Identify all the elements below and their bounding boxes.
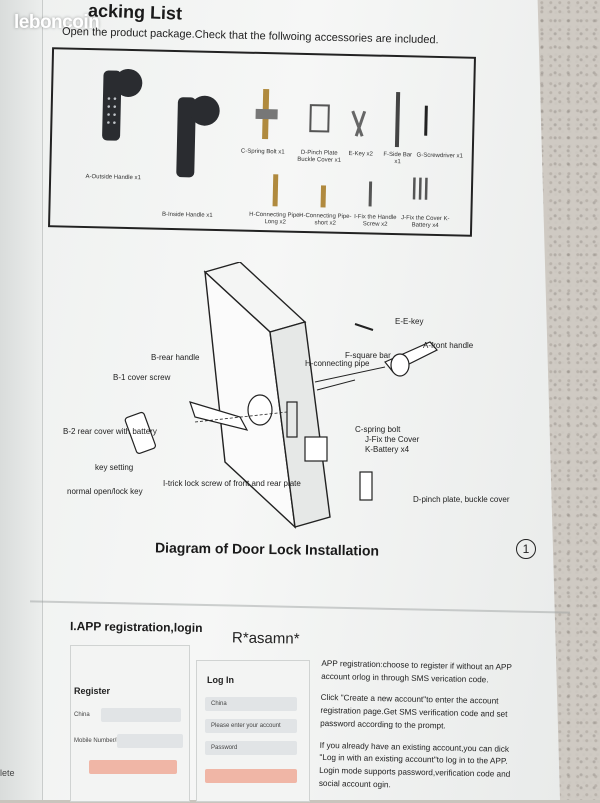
login-title: Log In	[207, 675, 234, 685]
spring-bolt-drawing	[255, 89, 278, 140]
screwdriver-drawing	[424, 105, 428, 136]
instruction-paragraph: If you already have an existing account,…	[318, 740, 511, 789]
acc-label-screwdriver: G-Screwdriver x1	[416, 152, 463, 160]
acc-label-pinch-plate: D-Pinch Plate Buckle Cover x1	[297, 149, 342, 164]
label-front-handle: A-front handle	[423, 341, 474, 350]
label-e-key: E-E-key	[395, 317, 423, 326]
acc-label-pipe-short: H-Connecting Pipe-short x2	[299, 212, 352, 227]
acc-label-handle-screw: I-Fix the Handle Screw x2	[354, 214, 397, 228]
login-account-placeholder: Please enter your account	[211, 723, 281, 729]
login-screen-mockup: Log In China Please enter your account P…	[196, 660, 310, 802]
margin-text: lete	[0, 768, 15, 778]
pipe-long-drawing	[272, 174, 279, 207]
instruction-paragraph: Click "Create a new account"to enter the…	[320, 693, 508, 731]
register-title: Register	[74, 686, 111, 696]
label-normal-open: normal open/lock key	[67, 487, 143, 496]
acc-label-side-bar: F-Side Bar x1	[383, 151, 413, 166]
page-number-badge: 1	[516, 539, 536, 559]
watermark-logo: leboncoin	[14, 12, 100, 33]
label-spring-bolt: C-spring bolt	[355, 425, 401, 434]
label-rear-cover: B-2 rear cover with battery	[63, 427, 157, 436]
diagram-caption: Diagram of Door Lock Installation	[154, 539, 380, 559]
register-mobile-label: Mobile Number/Email	[74, 738, 132, 744]
login-country: China	[211, 701, 227, 707]
login-password-field	[205, 741, 297, 755]
register-button	[89, 760, 177, 774]
pipe-short-drawing	[320, 185, 327, 208]
handle-screw-drawing	[368, 181, 373, 207]
rear-handle-drawing	[124, 394, 273, 454]
login-account-field	[205, 719, 297, 733]
label-key-setting: key setting	[95, 463, 133, 472]
packing-list-box: A-Outside Handle x1 B-Inside Handle x1 C…	[48, 47, 476, 237]
label-trick-lock: I-trick lock screw of front and rear pla…	[163, 479, 301, 488]
brand-logo-text: R*asamn*	[231, 629, 300, 648]
app-section-title: I.APP registration,login	[69, 619, 203, 635]
acc-label-key: E-Key x2	[348, 150, 373, 158]
register-mobile-field	[117, 734, 183, 748]
acc-label-spring-bolt: C-Spring Bolt x1	[240, 148, 285, 156]
label-rear-handle: B-rear handle	[151, 353, 200, 362]
door-slab-drawing	[203, 262, 331, 529]
register-screen-mockup: Register China Mobile Number/Email	[70, 645, 190, 802]
login-password-label: Password	[211, 745, 238, 751]
label-fix-cover: J-Fix the Cover	[365, 435, 420, 444]
label-battery: K-Battery x4	[365, 445, 410, 454]
label-pinch-plate: D-pinch plate, buckle cover	[413, 495, 510, 504]
outside-handle-drawing	[102, 68, 143, 141]
register-country: China	[74, 712, 90, 718]
register-country-field	[101, 708, 181, 722]
label-cover-screw: B-1 cover screw	[113, 373, 171, 382]
acc-label-cover-battery: J-Fix the Cover K-Battery x4	[401, 215, 450, 229]
front-handle-drawing	[194, 323, 438, 501]
cover-screws-drawing	[412, 177, 428, 200]
packing-list-title: acking List	[87, 0, 183, 24]
instruction-paragraph: APP registration:choose to register if w…	[321, 658, 512, 685]
key-drawing	[351, 110, 367, 137]
label-square-bar: F-square bar	[345, 351, 391, 360]
registration-instructions: APP registration:choose to register if w…	[319, 658, 527, 803]
login-country-field	[205, 697, 297, 711]
login-button	[205, 769, 297, 783]
accessories-illustration	[102, 68, 428, 208]
paper-edge-strip	[0, 0, 43, 800]
installation-diagram: E-E-key A-front handle F-square bar H-co…	[63, 262, 510, 529]
inside-handle-drawing	[176, 95, 220, 178]
pinch-plate-drawing	[309, 104, 330, 133]
side-bar-drawing	[394, 92, 401, 148]
label-connecting-pipe: H-connecting pipe	[305, 359, 370, 368]
